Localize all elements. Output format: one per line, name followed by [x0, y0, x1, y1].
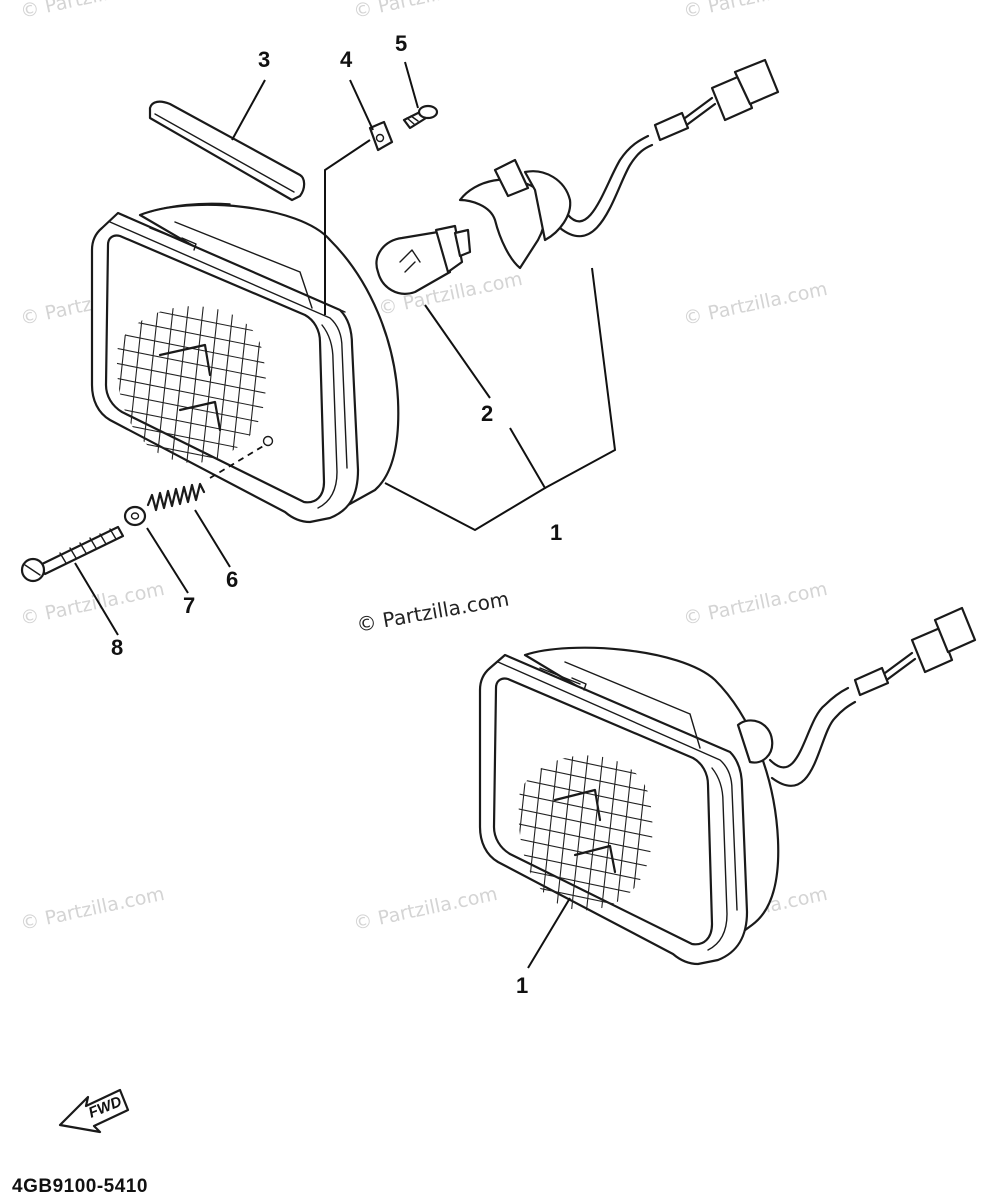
callout-5: 5	[395, 31, 407, 56]
callout-2: 2	[481, 401, 493, 426]
callout-7: 7	[183, 593, 195, 618]
bolt	[38, 525, 125, 576]
watermark-text: © Partzilla.com	[681, 578, 829, 630]
watermark-text: © Partzilla.com	[351, 0, 499, 23]
watermark-text: © Partzilla.com	[18, 0, 166, 23]
diagram-code: 4GB9100-5410	[12, 1176, 148, 1197]
watermark-text: © Partzilla.com	[18, 578, 166, 630]
screw	[402, 104, 439, 130]
callout-1b: 1	[516, 973, 528, 998]
watermark-text: © Partzilla.com	[681, 278, 829, 330]
watermark-text: © Partzilla.com	[351, 883, 499, 935]
lens-mesh-pattern	[518, 755, 653, 911]
clip-nut	[368, 120, 394, 152]
watermark-text: © Partzilla.com	[681, 0, 829, 23]
lens-mesh-pattern	[116, 306, 266, 463]
callout-3: 3	[258, 47, 270, 72]
callout-8: 8	[111, 635, 123, 660]
headlight-bulb	[375, 224, 472, 295]
callout-1a: 1	[550, 520, 562, 545]
watermark-text: © Partzilla.com	[18, 883, 166, 935]
headlight-lens	[104, 234, 326, 504]
callout-labels: 3 4 5 2 1 6 7 8 1	[111, 31, 562, 998]
forward-direction-arrow: FWD	[58, 1088, 130, 1134]
spring	[146, 482, 206, 512]
wiring-harness	[768, 606, 977, 787]
headlight-assembly-exploded	[20, 58, 780, 636]
mounting-bolt-set	[20, 435, 274, 583]
callout-6: 6	[226, 567, 238, 592]
callout-4: 4	[340, 47, 353, 72]
watermark-text: © Partzilla.com	[355, 586, 511, 636]
wiring-harness	[558, 58, 780, 238]
headlight-assembly-complete	[478, 606, 977, 969]
washer	[123, 505, 147, 527]
bulb-socket	[458, 158, 572, 270]
